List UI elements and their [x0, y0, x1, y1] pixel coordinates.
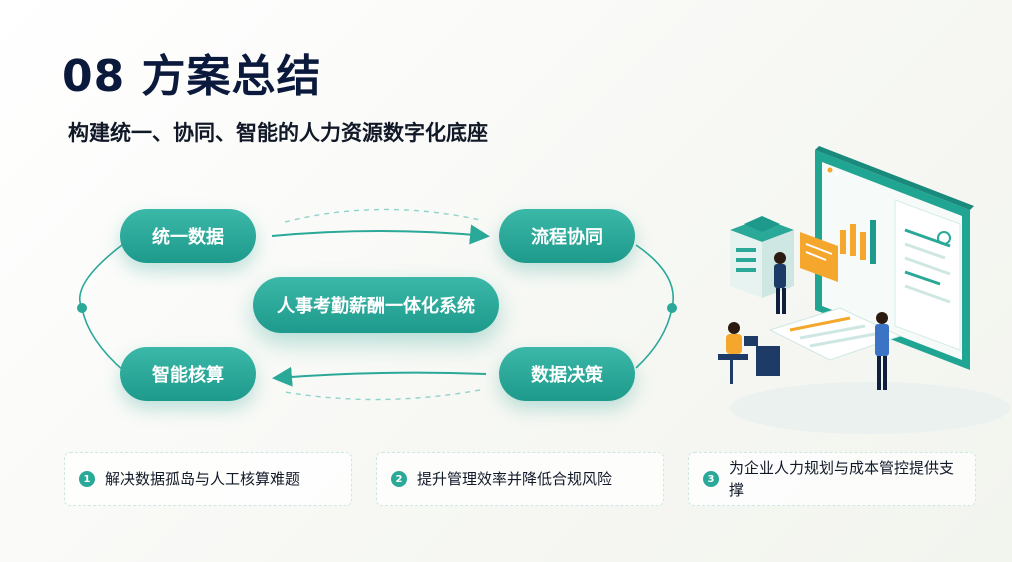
node-smart-accounting: 智能核算	[120, 347, 256, 401]
node-data-decision: 数据决策	[499, 347, 635, 401]
number-badge-icon: 1	[79, 471, 95, 487]
node-integrated-system: 人事考勤薪酬一体化系统	[253, 277, 499, 333]
left-loop-dot	[77, 303, 87, 313]
benefit-card-2: 2 提升管理效率并降低合规风险	[376, 452, 664, 506]
left-loop	[78, 244, 126, 373]
benefit-text: 解决数据孤岛与人工核算难题	[105, 470, 301, 488]
number-badge-icon: 2	[391, 471, 407, 487]
number-badge-icon: 3	[703, 471, 719, 487]
benefit-card-3: 3 为企业人力规划与成本管控提供支撑	[688, 452, 976, 506]
top-dashed-arc	[284, 208, 481, 223]
office-dashboard-illustration	[718, 146, 1010, 434]
node-process-collaboration: 流程协同	[499, 209, 635, 263]
people-working-icon	[718, 252, 889, 390]
bottom-arrow	[272, 366, 487, 387]
right-loop	[635, 244, 674, 369]
benefit-card-1: 1 解决数据孤岛与人工核算难题	[64, 452, 352, 506]
page-subtitle: 构建统一、协同、智能的人力资源数字化底座	[68, 121, 488, 145]
page-title: 08 方案总结	[62, 51, 322, 102]
server-stack-icon	[730, 216, 794, 298]
top-arrow	[271, 224, 490, 245]
benefit-text: 为企业人力规划与成本管控提供支撑	[729, 459, 955, 499]
benefit-text: 提升管理效率并降低合规风险	[417, 470, 613, 488]
bottom-dashed-arc	[284, 389, 481, 401]
right-loop-dot	[667, 303, 677, 313]
node-unified-data: 统一数据	[120, 209, 256, 263]
